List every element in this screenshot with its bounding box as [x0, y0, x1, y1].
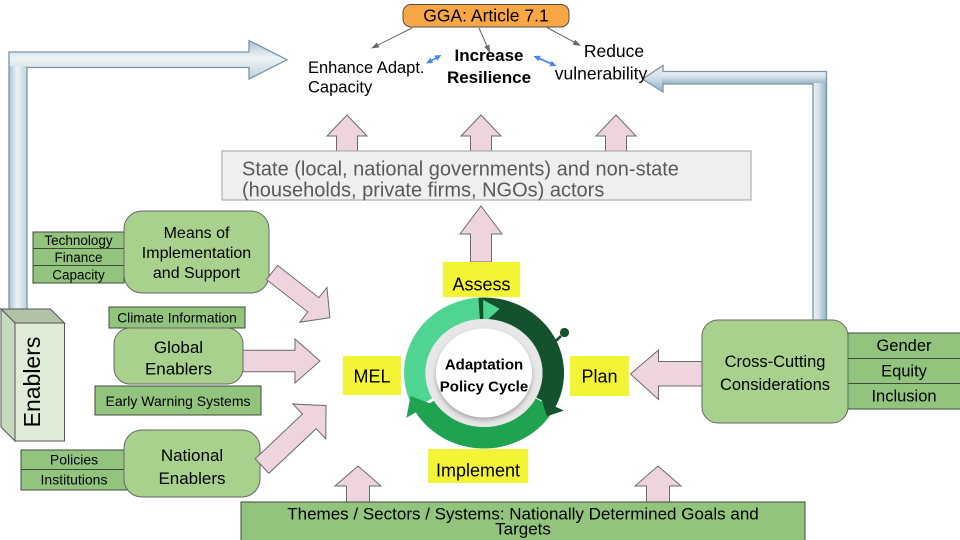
svg-text:Adaptation: Adaptation [445, 357, 523, 374]
svg-text:Plan: Plan [581, 367, 617, 387]
svg-text:Capacity: Capacity [52, 268, 105, 283]
svg-text:Implement: Implement [436, 461, 520, 481]
svg-text:Inclusion: Inclusion [871, 388, 936, 406]
svg-text:Global: Global [154, 338, 203, 357]
svg-text:Early Warning Systems: Early Warning Systems [106, 393, 251, 409]
svg-text:Resilience: Resilience [447, 68, 531, 87]
svg-text:National: National [161, 446, 223, 465]
svg-text:Capacity: Capacity [308, 79, 373, 97]
svg-text:GGA: Article 7.1: GGA: Article 7.1 [423, 6, 548, 26]
svg-text:Climate Information: Climate Information [117, 311, 237, 326]
svg-text:Considerations: Considerations [720, 376, 830, 394]
svg-text:Increase: Increase [455, 46, 524, 65]
svg-text:Means of: Means of [164, 225, 230, 242]
svg-text:Finance: Finance [54, 250, 102, 265]
svg-text:Equity: Equity [881, 363, 928, 381]
svg-text:Cross-Cutting: Cross-Cutting [725, 353, 826, 371]
svg-text:and Support: and Support [153, 265, 241, 282]
svg-text:Targets: Targets [495, 520, 551, 539]
svg-text:vulnerability: vulnerability [555, 64, 648, 84]
svg-text:Reduce: Reduce [584, 41, 644, 61]
svg-text:State (local, national governm: State (local, national governments) and … [242, 159, 679, 181]
svg-text:(households, private firms, NG: (households, private firms, NGOs) actors [242, 180, 604, 202]
svg-text:Assess: Assess [452, 275, 510, 295]
svg-text:Enablers: Enablers [158, 469, 225, 488]
svg-text:Policies: Policies [50, 452, 98, 468]
svg-text:Enablers: Enablers [145, 360, 212, 379]
svg-text:Gender: Gender [876, 337, 932, 355]
svg-text:Themes / Sectors / Systems: Na: Themes / Sectors / Systems: Nationally D… [287, 505, 758, 524]
svg-text:Implementation: Implementation [142, 245, 251, 262]
svg-text:Enablers: Enablers [19, 337, 45, 428]
svg-text:Policy Cycle: Policy Cycle [440, 379, 528, 396]
svg-text:MEL: MEL [353, 367, 390, 387]
svg-text:Technology: Technology [44, 233, 113, 248]
svg-text:Institutions: Institutions [41, 472, 108, 488]
svg-text:Enhance Adapt.: Enhance Adapt. [308, 59, 425, 77]
